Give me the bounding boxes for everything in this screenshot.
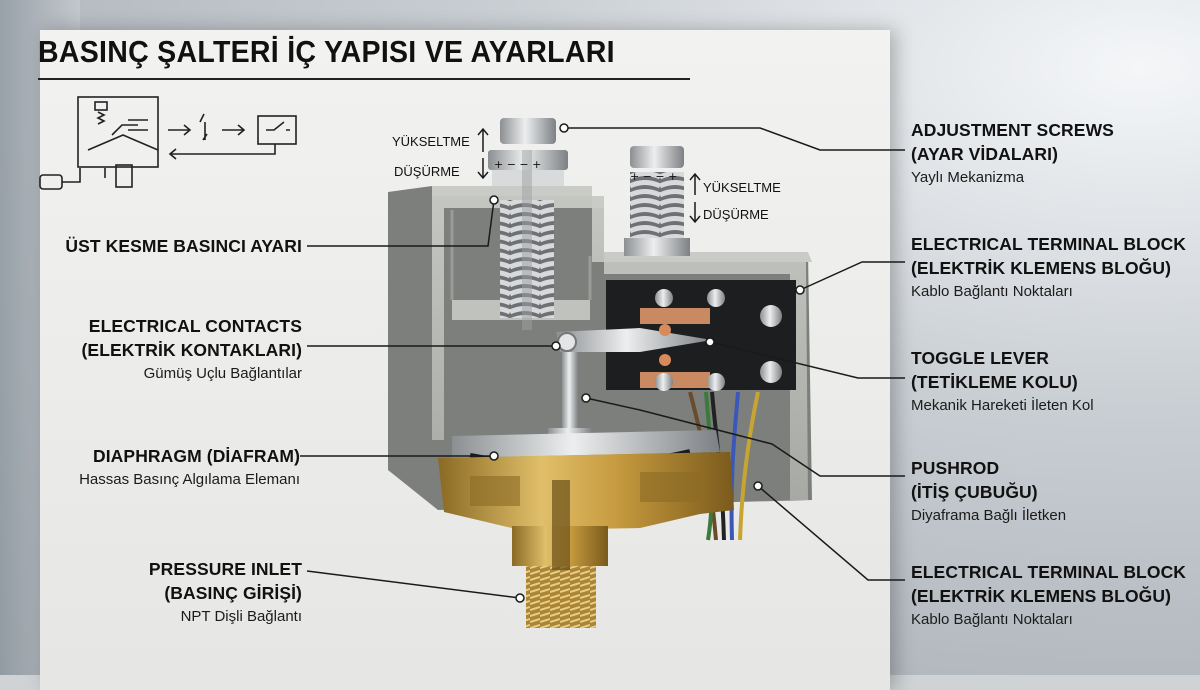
label-terminal-top-title: ELECTRICAL TERMINAL BLOCK [911, 234, 1187, 254]
label-pushrod-title: PUSHROD [911, 458, 1000, 478]
label-inlet-sub: NPT Dişli Bağlantı [180, 608, 302, 625]
label-upper-cutoff: ÜST KESME BASINCI AYARI [40, 234, 302, 258]
label-screws-title-tr: (AYAR VİDALARI) [911, 144, 1059, 164]
label-pushrod: PUSHROD (İTİŞ ÇUBUĞU) Diyaframa Bağlı İl… [911, 456, 1066, 528]
right-raise-label: YÜKSELTME [703, 180, 781, 195]
right-lower-label: DÜŞÜRME [703, 207, 769, 222]
label-adjustment-screws: ADJUSTMENT SCREWS (AYAR VİDALARI) Yaylı … [911, 118, 1114, 190]
label-contacts-sub: Gümüş Uçlu Bağlantılar [143, 365, 302, 382]
label-toggle-title: TOGGLE LEVER [911, 348, 1049, 368]
label-toggle-title-tr: (TETİKLEME KOLU) [911, 372, 1078, 392]
label-contacts-title-tr: (ELEKTRİK KONTAKLARI) [81, 340, 302, 360]
label-terminal-block-top: ELECTRICAL TERMINAL BLOCK (ELEKTRİK KLEM… [911, 232, 1186, 304]
label-terminal-bottom-sub: Kablo Bağlantı Noktaları [911, 611, 1073, 628]
title-underline [38, 78, 690, 80]
scale-mark-right: + − − + [630, 170, 677, 183]
label-terminal-block-bottom: ELECTRICAL TERMINAL BLOCK (ELEKTRİK KLEM… [911, 560, 1186, 632]
label-diaphragm-title: DIAPHRAGM (DİAFRAM) [92, 446, 300, 466]
label-terminal-bottom-title-tr: (ELEKTRİK KLEMENS BLOĞU) [911, 586, 1172, 606]
label-pressure-inlet: PRESSURE INLET (BASINÇ GİRİŞİ) NPT Dişli… [40, 557, 302, 629]
left-lower-label: DÜŞÜRME [394, 164, 460, 179]
label-diaphragm: DIAPHRAGM (DİAFRAM) Hassas Basınç Algıla… [20, 444, 300, 492]
label-terminal-bottom-title: ELECTRICAL TERMINAL BLOCK [911, 562, 1187, 582]
schematic-icon [39, 96, 297, 190]
right-adjustment-screw [624, 146, 690, 256]
scale-mark-left: + − − + [494, 158, 541, 171]
brass-body [438, 452, 734, 628]
label-toggle-lever: TOGGLE LEVER (TETİKLEME KOLU) Mekanik Ha… [911, 346, 1094, 418]
left-raise-label: YÜKSELTME [392, 134, 470, 149]
label-upper-cutoff-title: ÜST KESME BASINCI AYARI [65, 236, 302, 256]
label-electrical-contacts: ELECTRICAL CONTACTS (ELEKTRİK KONTAKLARI… [40, 314, 303, 386]
leader-lines [300, 123, 905, 603]
label-inlet-title: PRESSURE INLET [148, 559, 302, 579]
label-terminal-top-sub: Kablo Bağlantı Noktaları [911, 283, 1073, 300]
label-pushrod-title-tr: (İTİŞ ÇUBUĞU) [911, 482, 1038, 502]
label-toggle-sub: Mekanik Hareketi İleten Kol [911, 397, 1094, 414]
wires [688, 391, 760, 541]
label-screws-title: ADJUSTMENT SCREWS [911, 120, 1114, 140]
toggle-lever-and-pushrod [548, 324, 712, 442]
label-pushrod-sub: Diyaframa Bağlı İletken [911, 507, 1067, 524]
label-contacts-title: ELECTRICAL CONTACTS [88, 316, 302, 336]
label-screws-sub: Yaylı Mekanizma [911, 169, 1025, 186]
label-terminal-top-title-tr: (ELEKTRİK KLEMENS BLOĞU) [911, 258, 1172, 278]
label-inlet-title-tr: (BASINÇ GİRİŞİ) [164, 583, 302, 603]
page-title: BASINÇ ŞALTERİ İÇ YAPISI VE AYARLARI [38, 34, 615, 69]
pressure-switch-illustration: + − − + + − − + [39, 96, 905, 628]
label-diaphragm-sub: Hassas Basınç Algılama Elemanı [79, 471, 300, 488]
scale-marks: + − − + + − − + [494, 158, 677, 183]
left-adjustment-screw [488, 118, 568, 330]
